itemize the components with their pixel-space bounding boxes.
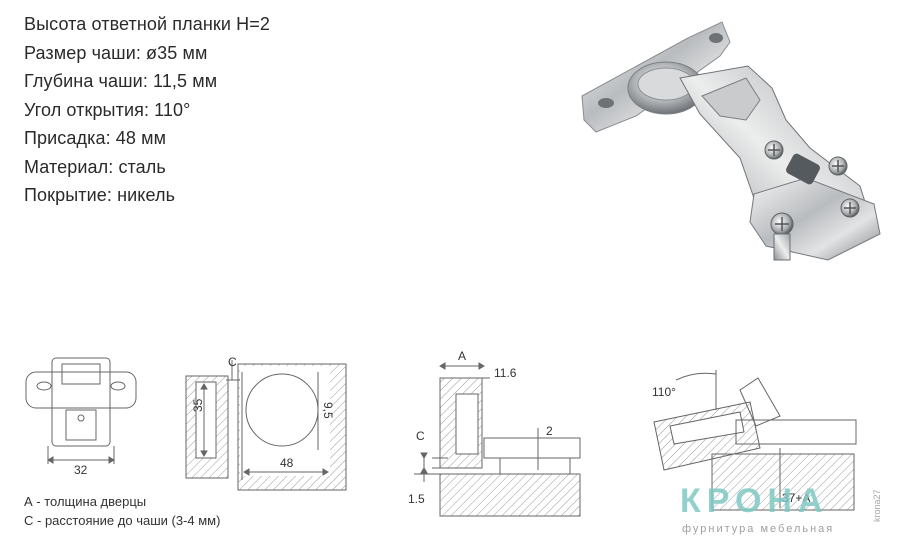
spec-counter-plate-height: Высота ответной планки H=2 [24,14,270,34]
dim-overlay-formula: 37+A [782,491,810,505]
drawing-cup-drilling [185,360,347,491]
dim-cup-gap: C [228,355,237,369]
dim-opening-angle: 110° [652,385,676,399]
dim-cup-drilling: 48 [280,456,294,470]
dim-plate-height: 2 [546,424,553,438]
dim-base-offset: 1.5 [408,492,425,506]
note-cup-distance: С - расстояние до чаши (3-4 мм) [24,513,221,528]
spec-coating: Покрытие: никель [24,185,176,205]
krona-logo: КРОНА фурнитура мебельная krona27 [680,482,882,535]
drawing-open-position [653,370,857,511]
logo-vertical-text: krona27 [872,489,882,522]
dim-cup-diameter: 35 [191,398,205,412]
dim-door-thickness: A [458,349,466,363]
logo-tagline: фурнитура мебельная [682,523,834,535]
spec-material: Материал: сталь [24,156,166,177]
hinge-product-image [581,21,881,261]
specs-list: Высота ответной планки H=2 Размер чаши: … [24,10,270,210]
dim-plate-width: 32 [74,463,88,477]
dim-cup-offset: 9,5 [321,402,335,419]
drawing-mounting-plate [25,357,137,464]
legend-notes: А - толщина дверцы С - расстояние до чаш… [24,492,220,530]
dim-side-gap: C [416,429,425,443]
spec-drilling: Присадка: 48 мм [24,128,167,148]
dim-cup-depth: 11.6 [494,366,517,380]
technical-drawings: 32 C 35 9,5 48 A 11.6 C 2 1 [25,349,857,517]
drawing-side-section [414,362,581,517]
spec-cup-size: Размер чаши: ø35 мм [24,42,208,63]
spec-opening-angle: Угол открытия: 110° [24,99,191,120]
spec-cup-depth: Глубина чаши: 11,5 мм [24,71,218,91]
logo-name: КРОНА [680,482,829,520]
note-door-thickness: А - толщина дверцы [24,494,147,509]
